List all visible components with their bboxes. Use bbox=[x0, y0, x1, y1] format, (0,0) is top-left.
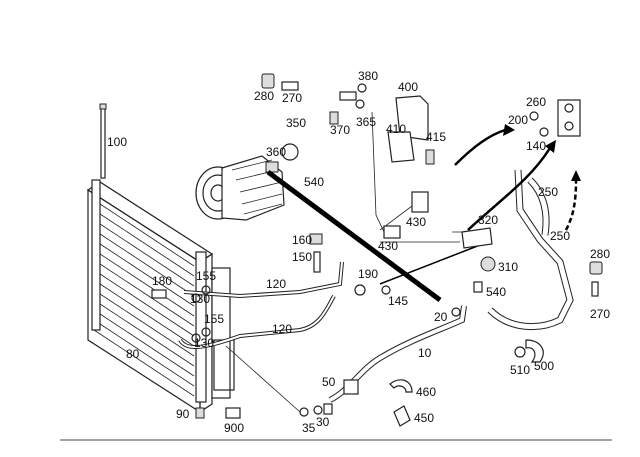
label-430a: 430 bbox=[406, 215, 426, 229]
label-100: 100 bbox=[107, 135, 127, 149]
label-155b: 155 bbox=[204, 312, 224, 326]
label-260: 260 bbox=[526, 95, 546, 109]
label-380: 380 bbox=[358, 69, 378, 83]
label-280a: 280 bbox=[254, 89, 274, 103]
label-145: 145 bbox=[388, 294, 408, 308]
label-350: 350 bbox=[286, 116, 306, 130]
expansion-valve-icon bbox=[557, 99, 581, 137]
condenser-icon bbox=[86, 179, 235, 414]
compressor-icon bbox=[195, 155, 285, 221]
label-320: 320 bbox=[478, 213, 498, 227]
label-130a: 130 bbox=[190, 292, 210, 306]
label-80: 80 bbox=[126, 347, 140, 361]
label-180: 180 bbox=[152, 274, 172, 288]
label-540a: 540 bbox=[304, 175, 324, 189]
label-120b: 120 bbox=[272, 322, 292, 336]
label-250b: 250 bbox=[550, 229, 570, 243]
label-190: 190 bbox=[358, 267, 378, 281]
label-460: 460 bbox=[416, 385, 436, 399]
label-900: 900 bbox=[224, 421, 244, 435]
label-35: 35 bbox=[302, 421, 316, 435]
label-500: 500 bbox=[534, 359, 554, 373]
label-370: 370 bbox=[330, 123, 350, 137]
label-430b: 430 bbox=[378, 239, 398, 253]
label-90: 90 bbox=[176, 407, 190, 421]
label-540b: 540 bbox=[486, 285, 506, 299]
label-20: 20 bbox=[434, 310, 448, 324]
label-270b: 270 bbox=[590, 307, 610, 321]
label-250a: 250 bbox=[538, 185, 558, 199]
label-365: 365 bbox=[356, 115, 376, 129]
label-130b: 130 bbox=[194, 336, 214, 350]
label-150: 150 bbox=[292, 250, 312, 264]
label-510: 510 bbox=[510, 363, 530, 377]
label-140: 140 bbox=[526, 139, 546, 153]
label-50: 50 bbox=[322, 375, 336, 389]
label-410: 410 bbox=[386, 122, 406, 136]
label-10: 10 bbox=[418, 346, 432, 360]
label-450: 450 bbox=[414, 411, 434, 425]
callout-labels: 100 80 90 900 180 155 130 155 130 120 12… bbox=[107, 69, 610, 435]
hoses bbox=[178, 88, 574, 403]
label-160: 160 bbox=[292, 233, 312, 247]
label-310: 310 bbox=[498, 260, 518, 274]
label-400: 400 bbox=[398, 80, 418, 94]
label-200: 200 bbox=[508, 113, 528, 127]
label-280b: 280 bbox=[590, 247, 610, 261]
label-155a: 155 bbox=[196, 269, 216, 283]
label-270a: 270 bbox=[282, 91, 302, 105]
label-30: 30 bbox=[316, 415, 330, 429]
label-415: 415 bbox=[426, 130, 446, 144]
label-360: 360 bbox=[266, 145, 286, 159]
small-parts bbox=[151, 73, 603, 427]
label-120a: 120 bbox=[266, 277, 286, 291]
part-100 bbox=[99, 103, 107, 179]
